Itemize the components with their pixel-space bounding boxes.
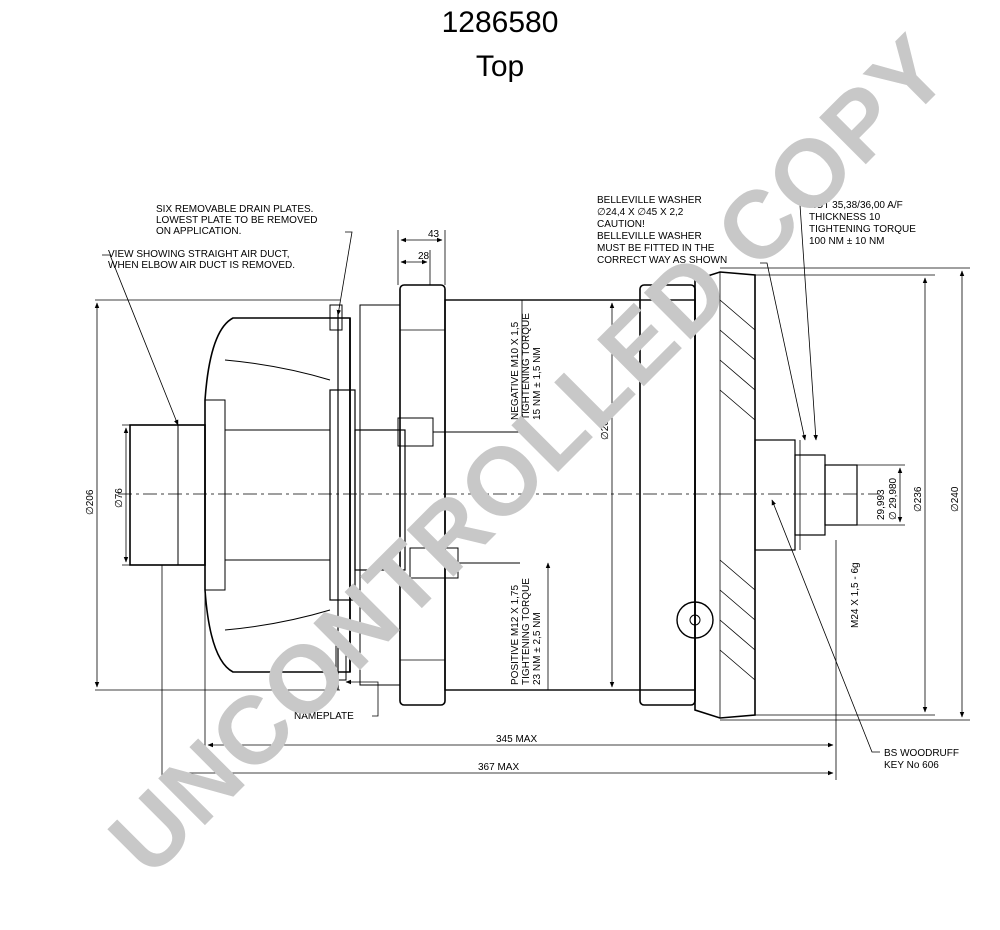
svg-text:TIGHTENING TORQUE: TIGHTENING TORQUE bbox=[521, 313, 532, 420]
svg-text:CAUTION!: CAUTION! bbox=[597, 219, 645, 230]
alternator-outline bbox=[129, 271, 858, 719]
view-title: Top bbox=[475, 50, 525, 83]
dim-phi76: ∅76 bbox=[114, 488, 125, 508]
svg-text:TIGHTENING TORQUE: TIGHTENING TORQUE bbox=[809, 224, 916, 235]
svg-text:NUT 35,38/36,00 A/F: NUT 35,38/36,00 A/F bbox=[809, 200, 903, 211]
svg-text:∅24,4 X ∅45 X 2,2: ∅24,4 X ∅45 X 2,2 bbox=[597, 207, 684, 218]
svg-text:CORRECT WAY AS SHOWN: CORRECT WAY AS SHOWN bbox=[597, 255, 727, 266]
note-nut: NUT 35,38/36,00 A/F THICKNESS 10 TIGHTEN… bbox=[809, 200, 916, 247]
dim-shaft-tolerance: 29,993 ∅ 29,980 bbox=[876, 477, 899, 520]
svg-text:23 NM ± 2,5 NM: 23 NM ± 2,5 NM bbox=[532, 612, 543, 685]
svg-text:WHEN ELBOW AIR DUCT IS REMOVED: WHEN ELBOW AIR DUCT IS REMOVED. bbox=[108, 260, 295, 271]
svg-text:BELLEVILLE WASHER: BELLEVILLE WASHER bbox=[597, 195, 702, 206]
dim-thread: M24 X 1,5 - 6g bbox=[850, 562, 861, 628]
watermark-text: UNCONTROLLED COPY bbox=[89, 15, 969, 895]
leader-lines bbox=[102, 204, 880, 753]
svg-text:BS WOODRUFF: BS WOODRUFF bbox=[884, 748, 959, 759]
svg-text:VIEW SHOWING STRAIGHT AIR DUCT: VIEW SHOWING STRAIGHT AIR DUCT, bbox=[108, 249, 290, 260]
svg-text:15 NM ± 1,5 NM: 15 NM ± 1,5 NM bbox=[532, 347, 543, 420]
svg-text:BELLEVILLE WASHER: BELLEVILLE WASHER bbox=[597, 231, 702, 242]
svg-text:100 NM ± 10 NM: 100 NM ± 10 NM bbox=[809, 236, 885, 247]
dimension-lines bbox=[94, 230, 970, 780]
svg-text:29,993: 29,993 bbox=[876, 489, 887, 520]
svg-text:LOWEST PLATE TO BE REMOVED: LOWEST PLATE TO BE REMOVED bbox=[156, 215, 318, 226]
note-belleville-washer: BELLEVILLE WASHER ∅24,4 X ∅45 X 2,2 CAUT… bbox=[597, 195, 727, 266]
dim-phi236: ∅236 bbox=[913, 486, 924, 512]
note-positive-terminal: POSITIVE M12 X 1,75 TIGHTENING TORQUE 23… bbox=[510, 578, 543, 685]
svg-text:MUST BE FITTED IN THE: MUST BE FITTED IN THE bbox=[597, 243, 715, 254]
svg-text:∅ 29,980: ∅ 29,980 bbox=[888, 477, 899, 520]
svg-text:THICKNESS 10: THICKNESS 10 bbox=[809, 212, 881, 223]
dim-phi206-mid: ∅206 bbox=[600, 414, 611, 440]
svg-text:ON APPLICATION.: ON APPLICATION. bbox=[156, 226, 241, 237]
note-woodruff-key: BS WOODRUFF KEY No 606 bbox=[884, 748, 959, 771]
svg-text:NEGATIVE M10 X 1,5: NEGATIVE M10 X 1,5 bbox=[510, 321, 521, 420]
part-number-title: 1286580 bbox=[441, 6, 559, 39]
note-negative-terminal: NEGATIVE M10 X 1,5 TIGHTENING TORQUE 15 … bbox=[510, 313, 543, 420]
note-air-duct: VIEW SHOWING STRAIGHT AIR DUCT, WHEN ELB… bbox=[108, 249, 295, 271]
dim-28: 28 bbox=[418, 251, 430, 262]
svg-text:SIX REMOVABLE DRAIN PLATES.: SIX REMOVABLE DRAIN PLATES. bbox=[156, 204, 313, 215]
dim-phi240: ∅240 bbox=[950, 486, 961, 512]
dim-345-max: 345 MAX bbox=[496, 734, 537, 745]
svg-text:POSITIVE M12 X 1,75: POSITIVE M12 X 1,75 bbox=[510, 585, 521, 685]
svg-text:TIGHTENING TORQUE: TIGHTENING TORQUE bbox=[521, 578, 532, 685]
svg-text:KEY No 606: KEY No 606 bbox=[884, 760, 939, 771]
dim-43: 43 bbox=[428, 229, 440, 240]
dim-367-max: 367 MAX bbox=[478, 762, 519, 773]
note-nameplate: NAMEPLATE bbox=[294, 711, 354, 722]
dim-phi206-left: ∅206 bbox=[85, 489, 96, 515]
note-drain-plates: SIX REMOVABLE DRAIN PLATES. LOWEST PLATE… bbox=[156, 204, 318, 237]
